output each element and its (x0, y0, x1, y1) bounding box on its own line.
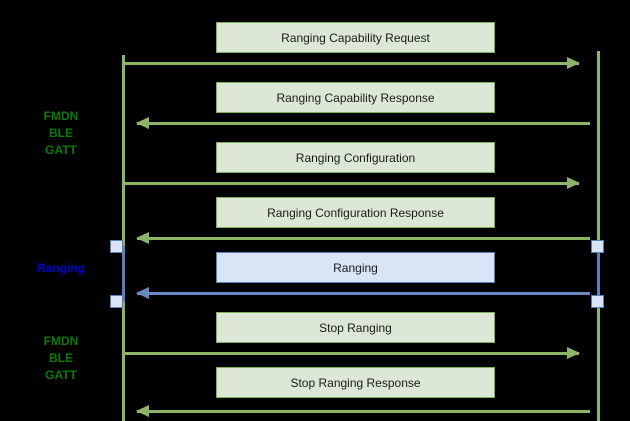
left-ranging-activation-node-2 (110, 295, 123, 308)
right-ranging-activation-node-1 (591, 240, 604, 253)
message-label: Stop Ranging (319, 320, 392, 335)
message-box-5: Ranging (216, 252, 495, 283)
message-label: Ranging Capability Response (276, 90, 435, 105)
message-box-2: Ranging Capability Response (216, 82, 495, 113)
message-arrow-2 (136, 117, 590, 129)
message-box-1: Ranging Capability Request (216, 22, 495, 53)
message-label: Ranging Configuration (295, 150, 416, 165)
message-arrow-1 (125, 57, 580, 69)
left-lifeline (122, 55, 125, 421)
left-ranging-activation-bar (122, 246, 125, 302)
arrow-head-icon (136, 117, 149, 129)
arrow-shaft (125, 352, 579, 355)
arrow-head-icon (567, 177, 580, 189)
phase-label-3: FMDN BLE GATT (43, 334, 79, 382)
message-arrow-3 (125, 177, 580, 189)
arrow-head-icon (136, 287, 149, 299)
message-arrow-6 (125, 347, 580, 359)
arrow-shaft (137, 237, 590, 240)
arrow-shaft (137, 292, 590, 295)
message-arrow-4 (136, 232, 590, 244)
right-ranging-activation-bar (597, 246, 600, 302)
message-label: Ranging (333, 260, 378, 275)
right-lifeline (597, 51, 600, 421)
message-box-7: Stop Ranging Response (216, 367, 495, 398)
message-label: Ranging Configuration Response (267, 205, 444, 220)
message-arrow-7 (136, 405, 590, 417)
message-box-3: Ranging Configuration (216, 142, 495, 173)
arrow-head-icon (136, 232, 149, 244)
arrow-shaft (137, 122, 590, 125)
phase-label-1: FMDN BLE GATT (43, 109, 79, 157)
message-box-6: Stop Ranging (216, 312, 495, 343)
message-label: Stop Ranging Response (290, 375, 421, 390)
arrow-head-icon (136, 405, 149, 417)
arrow-head-icon (567, 57, 580, 69)
right-ranging-activation-node-2 (591, 295, 604, 308)
message-box-4: Ranging Configuration Response (216, 197, 495, 228)
arrow-head-icon (567, 347, 580, 359)
arrow-shaft (125, 182, 579, 185)
left-ranging-activation-node-1 (110, 240, 123, 253)
phase-label-2: Ranging (37, 261, 85, 275)
message-label: Ranging Capability Request (281, 30, 430, 45)
message-arrow-5 (136, 287, 590, 299)
arrow-shaft (137, 410, 590, 413)
arrow-shaft (125, 62, 579, 65)
